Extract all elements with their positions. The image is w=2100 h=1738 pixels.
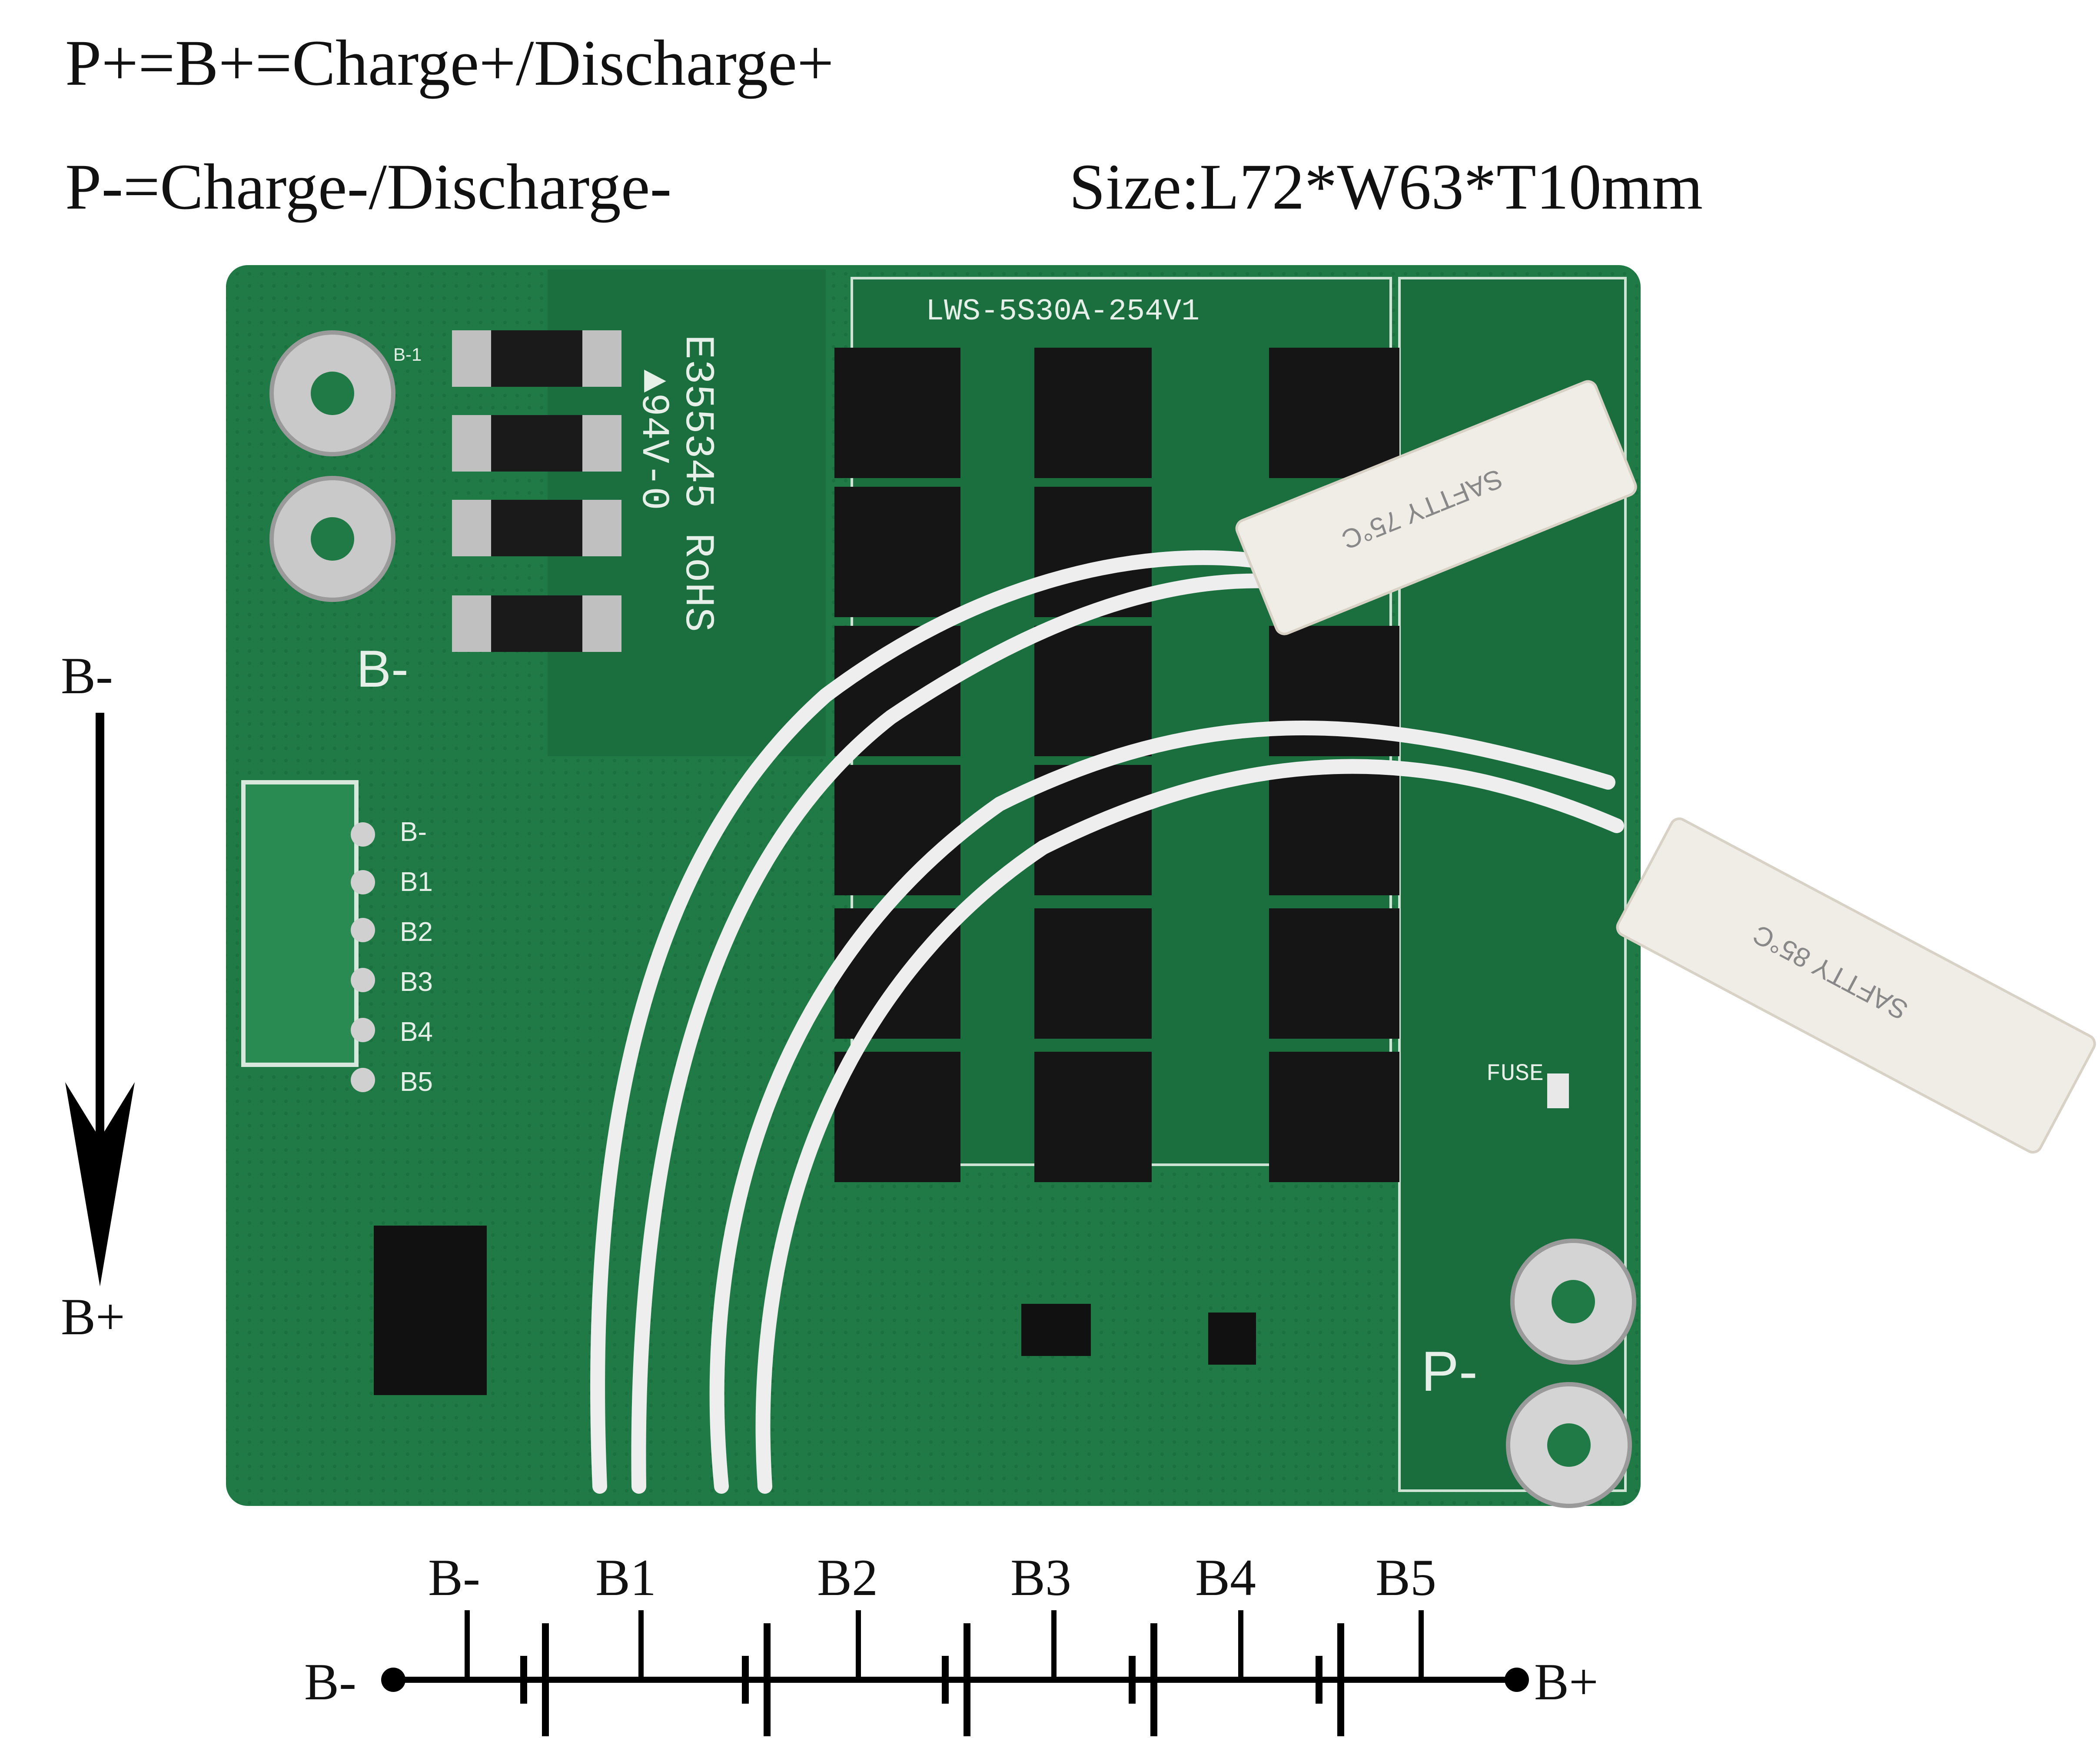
shunt-resistors bbox=[452, 330, 621, 652]
connector-label-b1: B1 bbox=[400, 867, 433, 897]
board-cert-line-1: E355345 RoHS bbox=[674, 335, 721, 632]
board-p-minus-label: P- bbox=[1421, 1339, 1478, 1403]
connector-label-b4: B4 bbox=[400, 1017, 433, 1047]
schematic-left-terminal: B- bbox=[304, 1653, 356, 1711]
schematic-tap-b-minus: B- bbox=[428, 1549, 480, 1606]
balance-connector-labels: B- B1 B2 B3 B4 B5 bbox=[400, 817, 433, 1097]
connector-label-b2: B2 bbox=[400, 917, 433, 947]
header-pack-positive-note: P+=B+=Charge+/Discharge+ bbox=[65, 27, 834, 99]
schematic-tap-b2: B2 bbox=[817, 1549, 878, 1606]
schematic-tap-b3: B3 bbox=[1010, 1549, 1071, 1606]
thermistor-2: SAFTTY 85°C bbox=[1616, 817, 2096, 1154]
schematic-right-terminal: B+ bbox=[1534, 1653, 1598, 1711]
board-fuse-label: FUSE bbox=[1486, 1060, 1544, 1087]
thermistor-wires bbox=[590, 550, 1624, 1494]
thermistor-1: SAFTTY 75°C bbox=[1235, 380, 1637, 635]
mosfet-array bbox=[834, 348, 1399, 1182]
schematic-labels: B- B1 B2 B3 B4 B5 B- B+ bbox=[304, 1549, 1598, 1711]
side-arrow-bottom-label: B+ bbox=[61, 1288, 125, 1346]
connector-label-b-minus: B- bbox=[400, 817, 427, 847]
board-model-label: LWS-5S30A-254V1 bbox=[926, 295, 1200, 329]
schematic-tap-b4: B4 bbox=[1195, 1549, 1256, 1606]
header-board-size: Size:L72*W63*T10mm bbox=[1069, 151, 1703, 223]
mounting-holes bbox=[269, 330, 1636, 1508]
connector-label-b5: B5 bbox=[400, 1067, 433, 1097]
side-arrow-top-label: B- bbox=[61, 647, 113, 705]
side-arrow bbox=[65, 713, 135, 1286]
schematic-tap-b1: B1 bbox=[595, 1549, 656, 1606]
cell-schematic bbox=[381, 1610, 1529, 1736]
board-cert-line-2: ▲94V-0 bbox=[631, 369, 675, 510]
schematic-tap-b5: B5 bbox=[1376, 1549, 1436, 1606]
board-b1-pad-label: B-1 bbox=[393, 344, 422, 365]
control-circuit bbox=[351, 822, 1569, 1395]
connector-label-b3: B3 bbox=[400, 967, 433, 997]
header-pack-negative-note: P-=Charge-/Discharge- bbox=[65, 151, 672, 223]
board-b-minus-label: B- bbox=[356, 640, 409, 698]
